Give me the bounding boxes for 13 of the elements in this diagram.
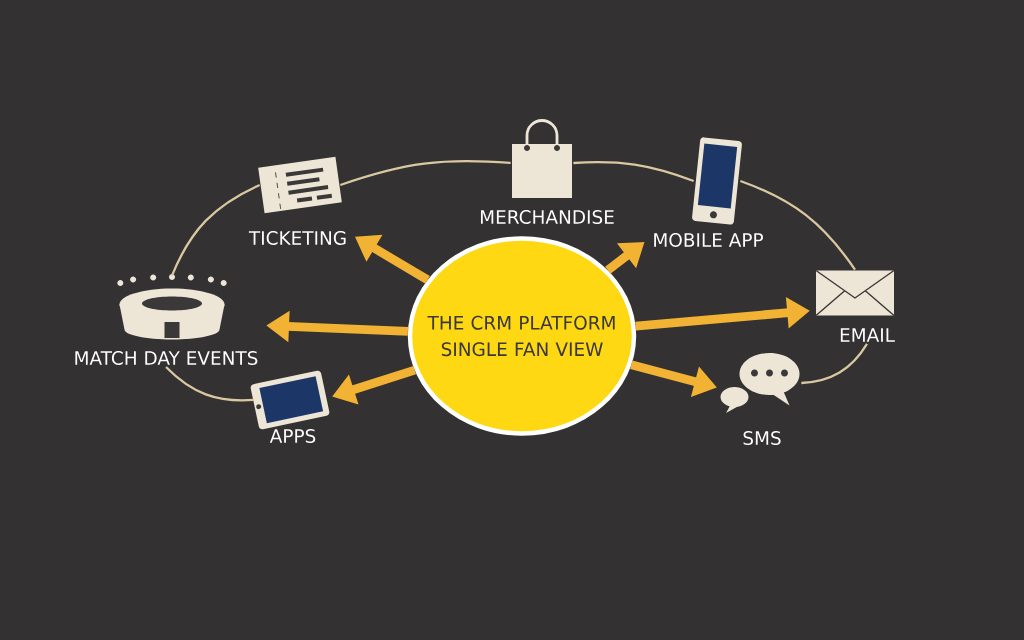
- connector-arc: [573, 161, 695, 183]
- node-label: APPS: [269, 429, 316, 443]
- connector-arc: [739, 179, 856, 271]
- node-label: TICKETING: [248, 231, 346, 245]
- connector-arc: [340, 159, 511, 187]
- connector-arc: [170, 183, 261, 277]
- node-label: EMAIL: [840, 328, 895, 342]
- node-label: SMS: [743, 431, 781, 445]
- node-label: MATCH DAY EVENTS: [75, 351, 258, 365]
- node-label: MOBILE APP: [654, 233, 763, 247]
- node-label: MERCHANDISE: [481, 210, 614, 224]
- connector-arc: [165, 366, 254, 402]
- connector-arc: [801, 343, 868, 385]
